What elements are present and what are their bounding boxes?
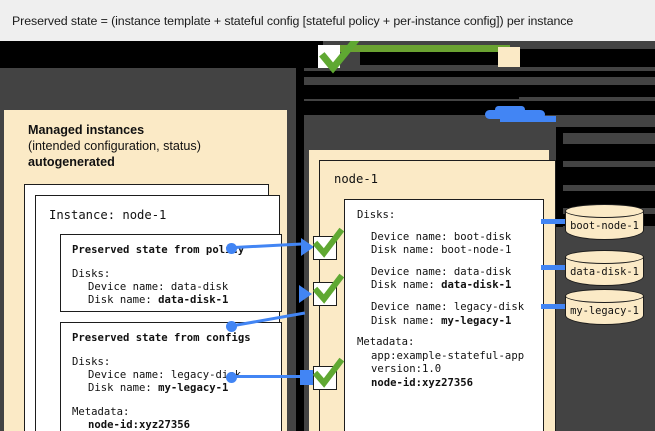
live-disk-name-value: my-legacy-1 — [441, 314, 512, 327]
live-instance-details: Disks: Device name: boot-disk Disk name:… — [344, 199, 544, 431]
connector-dot — [226, 372, 237, 383]
instance-heading: Instance: node-1 — [49, 208, 167, 222]
instance-card: Instance: node-1 Preserved state from po… — [35, 195, 282, 431]
policy-disk-name-row: Disk name: data-disk-1 — [72, 294, 271, 307]
disk-cylinder: data-disk-1 — [565, 250, 644, 286]
redaction-bar — [304, 85, 519, 99]
connector-dot — [226, 243, 237, 254]
arrow-right-icon — [301, 238, 314, 256]
configs-metadata-value: node-id:xyz27356 — [88, 419, 191, 431]
caption-text: Preserved state = (instance template + s… — [12, 13, 574, 28]
live-disk-entry: Device name: boot-disk Disk name: boot-n… — [357, 231, 537, 258]
disk-connector-line — [541, 219, 569, 224]
blue-scribble — [485, 110, 545, 119]
disk-cylinder-top — [565, 250, 644, 264]
disk-label: boot-node-1 — [570, 220, 639, 232]
live-device-name: Device name: data-disk — [371, 265, 512, 278]
configs-device-name: Device name: legacy-disk — [88, 369, 242, 381]
policy-disk-name-label: Disk name: — [88, 294, 152, 306]
disk-cylinder-top — [565, 204, 644, 218]
check-badge — [312, 227, 345, 260]
check-icon — [312, 273, 345, 304]
redaction-bar — [296, 41, 304, 431]
live-disk-name-label: Disk name: — [371, 244, 435, 257]
live-metadata-version: version:1.0 — [371, 363, 442, 376]
live-device-name: Device name: legacy-disk — [371, 300, 525, 313]
disk-cylinder: my-legacy-1 — [565, 289, 644, 325]
caption-bar: Preserved state = (instance template + s… — [0, 0, 655, 41]
disk-connector-line — [541, 304, 569, 309]
check-icon — [312, 227, 345, 258]
live-disk-name-value: data-disk-1 — [441, 279, 512, 292]
blue-scribble — [500, 116, 556, 122]
live-instance-card: node-1 Disks: Device name: boot-disk Dis… — [319, 160, 556, 431]
live-disks-label: Disks: — [357, 209, 396, 221]
configs-heading: Preserved state from configs — [72, 332, 251, 344]
redaction-bar — [563, 167, 655, 185]
live-disk-name-value: boot-node-1 — [441, 244, 512, 257]
managed-instances-panel: Managed instances (intended configuratio… — [4, 110, 287, 431]
live-instance-panel: node-1 Disks: Device name: boot-disk Dis… — [309, 150, 556, 431]
configs-disk-name-value: my-legacy-1 — [158, 382, 229, 394]
connector-square — [300, 370, 315, 385]
policy-disk-name-value: data-disk-1 — [158, 294, 229, 306]
live-disk-name-row: Disk name: data-disk-1 — [357, 279, 537, 293]
check-badge — [312, 273, 345, 306]
redaction-bar — [520, 49, 655, 67]
green-accent-bar — [332, 45, 510, 52]
disk-cylinder-top — [565, 289, 644, 303]
policy-device-name: Device name: data-disk — [88, 281, 229, 293]
live-device-name: Device name: boot-disk — [371, 230, 512, 243]
redaction-bar — [304, 101, 655, 115]
managed-instances-autogenerated: autogenerated — [28, 155, 115, 169]
live-disk-name-label: Disk name: — [371, 279, 435, 292]
live-metadata-app: app:example-stateful-app — [371, 349, 525, 362]
connector-dot — [226, 321, 237, 332]
redaction-bar — [360, 49, 505, 65]
redaction-bar — [563, 144, 655, 161]
live-instance-heading: node-1 — [334, 172, 379, 186]
redaction-bar — [513, 85, 655, 97]
live-disk-name-row: Disk name: boot-node-1 — [357, 244, 537, 258]
disk-connector-line — [541, 265, 569, 270]
configs-metadata-label: Metadata: — [72, 406, 130, 418]
disk-label: data-disk-1 — [570, 266, 639, 278]
disk-label: my-legacy-1 — [570, 305, 639, 317]
configs-disk-name-row: Disk name: my-legacy-1 — [72, 382, 271, 395]
blue-scribble — [495, 106, 525, 113]
live-disk-entry: Device name: legacy-disk Disk name: my-l… — [357, 301, 537, 328]
live-metadata-block: Metadata: app:example-stateful-app versi… — [357, 336, 537, 390]
live-disk-name-label: Disk name: — [371, 314, 435, 327]
configs-disks-label: Disks: — [72, 356, 111, 368]
managed-instances-subtitle: (intended configuration, status) — [28, 139, 201, 153]
redaction-bar — [556, 127, 563, 227]
preserved-state-policy-box: Preserved state from policy Disks: Devic… — [60, 234, 282, 312]
policy-heading: Preserved state from policy — [72, 244, 245, 256]
configs-disk-name-label: Disk name: — [88, 382, 152, 394]
connector-line — [234, 375, 304, 379]
check-badge — [312, 357, 345, 390]
live-disk-name-row: Disk name: my-legacy-1 — [357, 315, 537, 329]
arrow-right-icon — [299, 285, 312, 303]
live-disk-entry: Device name: data-disk Disk name: data-d… — [357, 266, 537, 293]
redaction-bar — [563, 127, 655, 133]
managed-instances-title: Managed instances — [28, 123, 145, 137]
redaction-bar — [304, 71, 655, 77]
live-metadata-node-id: node-id:xyz27356 — [371, 376, 474, 389]
redaction-bar — [0, 41, 300, 68]
cream-chip — [498, 47, 520, 67]
live-metadata-label: Metadata: — [357, 336, 415, 349]
diagram-canvas: Managed instances (intended configuratio… — [0, 41, 655, 431]
disk-cylinder: boot-node-1 — [565, 204, 644, 240]
check-icon — [319, 41, 360, 74]
policy-disks-label: Disks: — [72, 268, 111, 280]
check-icon — [312, 357, 345, 388]
